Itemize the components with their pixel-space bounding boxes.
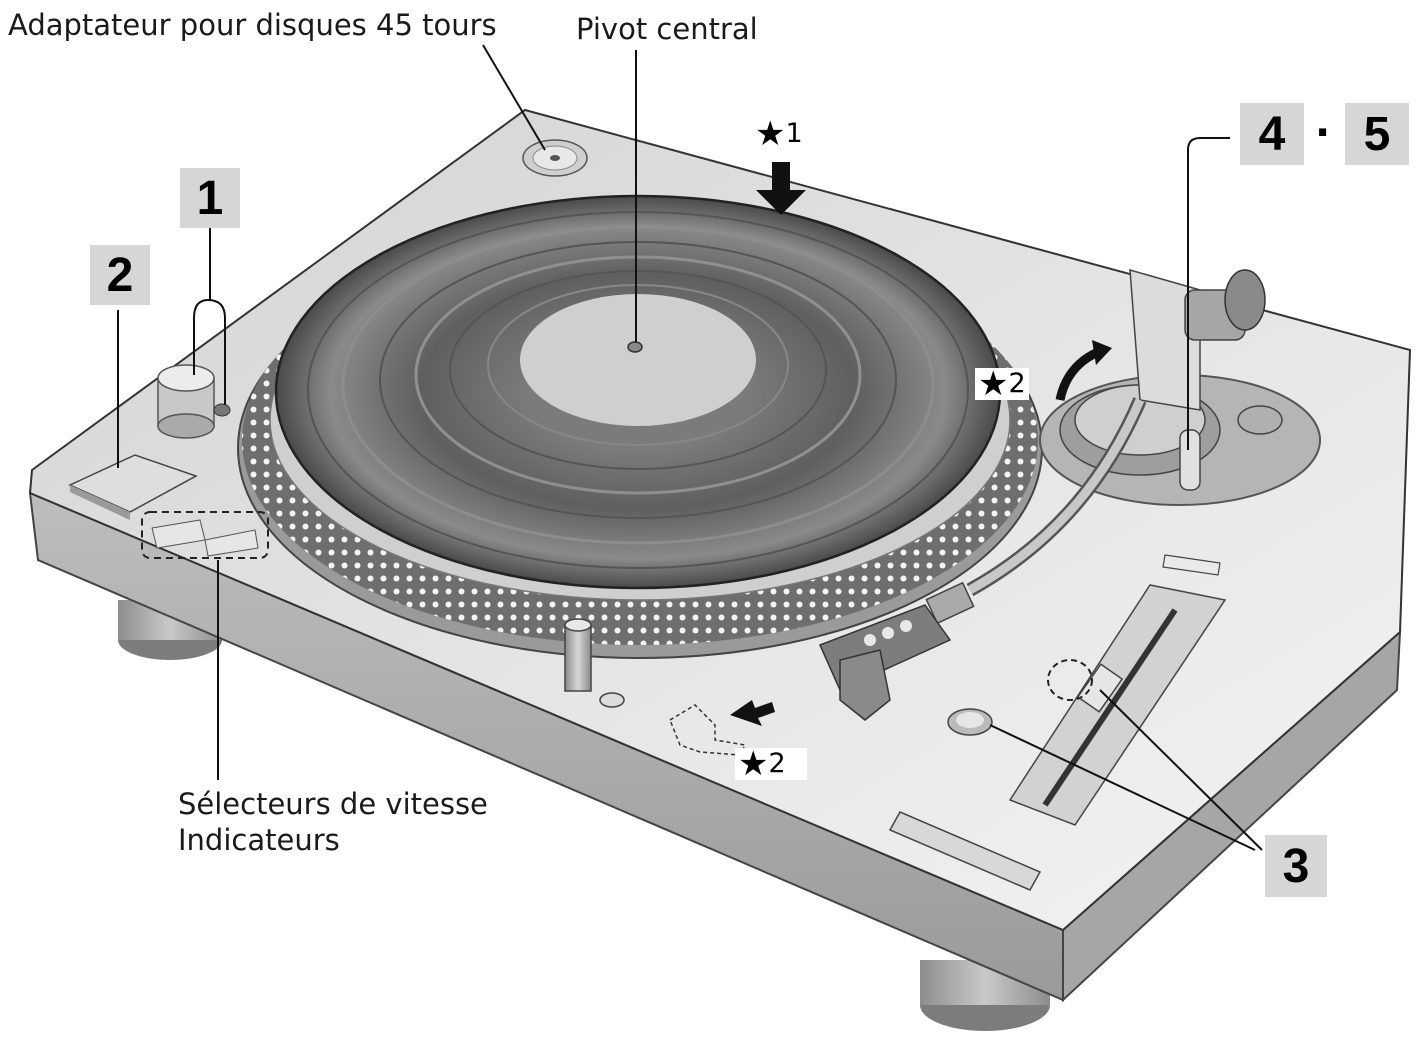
vinyl-record: [274, 194, 1002, 590]
note-1: ★1: [752, 117, 806, 151]
star-icon: ★: [978, 364, 1009, 404]
adapter-45: [522, 139, 588, 177]
badge-4: 4: [1240, 103, 1304, 165]
note-2-storage: ★2: [735, 747, 807, 781]
pitch-reset-button: [947, 708, 993, 736]
start-stop-button: [68, 454, 198, 520]
speed-selectors: [141, 511, 269, 559]
note-1-number: 1: [785, 118, 803, 149]
headshell: [818, 604, 952, 721]
badge-1: 1: [180, 168, 240, 228]
note-2-number: 2: [768, 748, 786, 779]
badge-separator: ·: [1315, 110, 1331, 156]
note-2-tonearm: ★2: [975, 367, 1029, 401]
badge-5: 5: [1345, 103, 1409, 165]
cartridge-outline: [669, 704, 747, 756]
note-2-number: 2: [1008, 368, 1026, 399]
logo-plate: [888, 811, 1042, 891]
arrows: [730, 162, 1112, 726]
tonearm: [925, 397, 1147, 625]
speed-selectors-label: Sélecteurs de vitesse: [178, 787, 488, 821]
leader-lines: [117, 44, 1263, 851]
adapter-label: Adaptateur pour disques 45 tours: [8, 8, 497, 42]
badge-2: 2: [90, 245, 150, 305]
pitch-slider: [1008, 554, 1227, 826]
star-icon: ★: [738, 744, 769, 784]
star-icon: ★: [755, 114, 786, 154]
badge-3: 3: [1265, 835, 1327, 897]
indicators-label: Indicateurs: [178, 823, 340, 857]
tonearm-base: [1039, 268, 1321, 506]
power-knob: [157, 364, 231, 439]
pivot-label: Pivot central: [576, 12, 758, 46]
strobe-light: [564, 618, 625, 708]
